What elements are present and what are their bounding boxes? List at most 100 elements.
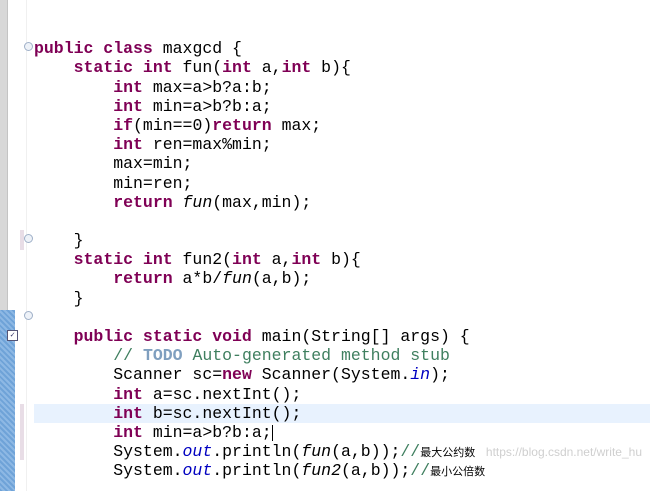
change-marker xyxy=(20,404,24,460)
code-token: System. xyxy=(34,442,183,462)
code-token: // xyxy=(410,461,431,481)
code-token: new xyxy=(222,365,262,385)
code-line[interactable]: } xyxy=(34,289,650,308)
code-token: min=a>b?b:a; xyxy=(152,422,272,442)
code-token: out xyxy=(182,461,213,481)
code-editor[interactable]: public class maxgcd { static int fun(int… xyxy=(34,20,650,481)
code-token: (a,b); xyxy=(251,269,312,289)
code-token: 最小公倍数 xyxy=(430,465,486,479)
code-token xyxy=(34,250,74,269)
fold-toggle-icon[interactable] xyxy=(24,42,33,51)
code-token: min=a>b?b:a; xyxy=(152,96,272,116)
code-token: return xyxy=(113,269,183,289)
code-token: .println( xyxy=(212,442,302,462)
code-token: static int xyxy=(73,250,183,270)
code-token: Scanner(System. xyxy=(261,365,411,385)
code-line[interactable]: return fun(max,min); xyxy=(34,193,650,212)
gutter-divider xyxy=(26,0,27,491)
code-token: max=a>b?a:b; xyxy=(152,77,272,97)
code-token: int xyxy=(222,58,262,78)
code-token: b){ xyxy=(331,250,361,270)
code-token xyxy=(34,116,113,135)
code-token: TODO xyxy=(142,346,183,366)
code-token: a, xyxy=(271,250,292,270)
code-token: // xyxy=(400,442,421,462)
code-token xyxy=(34,193,113,212)
code-token: ); xyxy=(430,365,450,385)
overview-ruler xyxy=(0,0,8,491)
code-line[interactable]: static int fun(int a,int b){ xyxy=(34,58,650,77)
code-line[interactable]: // TODO Auto-generated method stub xyxy=(34,346,650,365)
code-token: return xyxy=(212,115,282,135)
code-token xyxy=(34,78,113,97)
code-line[interactable]: System.out.println(fun2(a,b));//最小公倍数 xyxy=(34,461,650,480)
code-token xyxy=(34,269,113,288)
code-line[interactable]: System.out.println(fun(a,b));//最大公约数 xyxy=(34,442,650,461)
code-line[interactable]: Scanner sc=new Scanner(System.in); xyxy=(34,365,650,384)
code-token: .println( xyxy=(212,461,302,481)
code-token: fun2 xyxy=(301,461,341,481)
code-token: // xyxy=(113,346,143,366)
watermark: https://blog.csdn.net/write_hu xyxy=(485,445,642,459)
code-token: int xyxy=(113,77,153,97)
code-token xyxy=(34,135,113,154)
code-token: (max,min); xyxy=(212,192,312,212)
code-token: (a,b)); xyxy=(331,442,401,462)
code-line[interactable]: int b=sc.nextInt(); xyxy=(34,404,650,423)
change-marker xyxy=(20,230,24,250)
code-token: max=min; xyxy=(34,154,193,174)
code-token: int xyxy=(113,422,153,442)
code-token: fun xyxy=(222,269,252,289)
code-line[interactable]: int max=a>b?a:b; xyxy=(34,78,650,97)
code-token: static int xyxy=(73,58,183,78)
code-line[interactable]: return a*b/fun(a,b); xyxy=(34,269,650,288)
code-token xyxy=(34,385,113,404)
current-line-highlight xyxy=(34,404,650,423)
code-token: fun( xyxy=(182,58,223,78)
code-line[interactable]: max=min; xyxy=(34,154,650,173)
code-line[interactable] xyxy=(34,20,650,39)
code-line[interactable]: min=ren; xyxy=(34,174,650,193)
code-token: ren=max%min; xyxy=(152,135,272,155)
code-token: 最大公约数 xyxy=(420,446,476,460)
code-token: b){ xyxy=(321,58,351,78)
code-token: System. xyxy=(34,461,183,481)
code-token: } xyxy=(34,288,84,308)
code-token: if xyxy=(113,115,134,135)
code-token xyxy=(34,97,113,116)
code-token: public static void xyxy=(73,327,262,346)
code-token: max; xyxy=(281,115,322,135)
code-token: return xyxy=(113,192,183,212)
code-token: int xyxy=(291,250,332,270)
code-line[interactable]: int a=sc.nextInt(); xyxy=(34,385,650,404)
code-line[interactable] xyxy=(34,308,650,327)
code-line[interactable] xyxy=(34,212,650,231)
code-token: main(String[] args) { xyxy=(261,327,470,346)
text-caret xyxy=(271,424,273,441)
code-token: } xyxy=(34,231,84,251)
code-token: fun2( xyxy=(182,250,233,270)
code-token: fun xyxy=(182,192,213,212)
fold-toggle-icon[interactable] xyxy=(24,311,33,320)
code-line[interactable]: public class maxgcd { xyxy=(34,39,650,58)
fold-toggle-icon[interactable] xyxy=(24,234,33,243)
code-token: b=sc.nextInt(); xyxy=(152,403,302,423)
code-line[interactable]: int min=a>b?b:a; xyxy=(34,423,650,442)
code-token: int xyxy=(113,135,153,155)
code-line[interactable]: } xyxy=(34,231,650,250)
code-token: a*b/ xyxy=(182,269,223,289)
code-token: Auto-generated method stub xyxy=(182,346,450,366)
code-token: a, xyxy=(261,58,282,78)
code-line[interactable]: if(min==0)return max; xyxy=(34,116,650,135)
code-token xyxy=(34,423,113,442)
code-token xyxy=(34,404,113,423)
task-checkbox-icon[interactable]: ✓ xyxy=(7,330,18,341)
code-token: maxgcd { xyxy=(162,39,242,59)
code-line[interactable]: int ren=max%min; xyxy=(34,135,650,154)
code-line[interactable]: static int fun2(int a,int b){ xyxy=(34,250,650,269)
code-token: public class xyxy=(34,39,163,59)
code-line[interactable]: int min=a>b?b:a; xyxy=(34,97,650,116)
code-line[interactable]: public static void main(String[] args) { xyxy=(34,327,650,346)
code-token xyxy=(34,58,74,77)
code-token: in xyxy=(410,365,431,385)
